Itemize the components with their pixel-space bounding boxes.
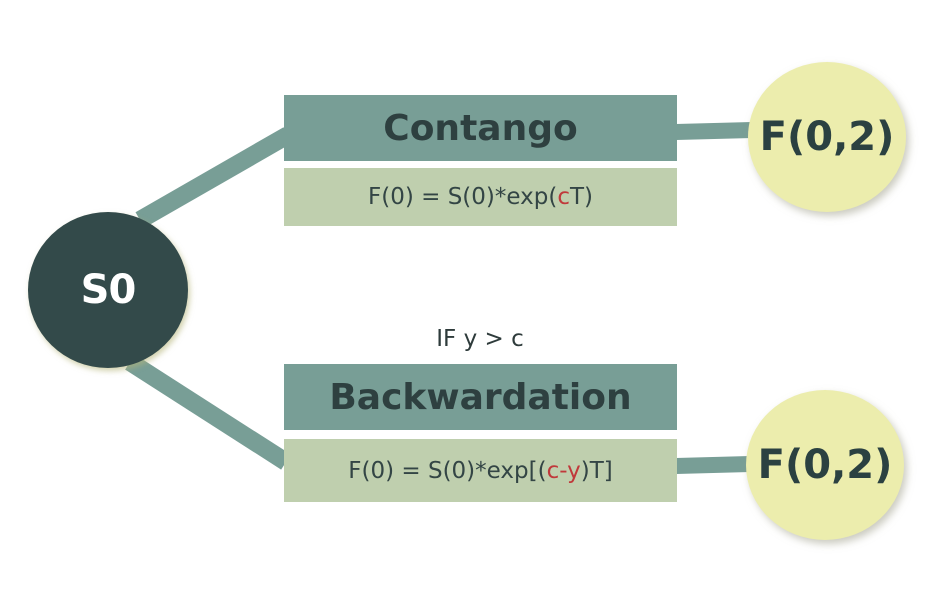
connector-backwardation-to-result (675, 456, 751, 474)
contango-header: Contango (284, 95, 677, 161)
contango-formula-highlight: c (557, 184, 570, 210)
contango-formula-suffix: T) (569, 184, 593, 210)
contango-formula-prefix: F(0) = S(0)*exp( (368, 184, 558, 210)
backwardation-header: Backwardation (284, 364, 677, 430)
connector-root-to-contango (135, 127, 293, 228)
contango-result-label: F(0,2) (759, 114, 895, 160)
backwardation-result-node: F(0,2) (746, 390, 904, 540)
backwardation-result-label: F(0,2) (757, 442, 893, 488)
backwardation-formula-suffix: )T] (580, 457, 613, 484)
connector-root-to-backwardation (125, 354, 291, 470)
root-node-label: S0 (80, 267, 137, 313)
backwardation-formula-prefix: F(0) = S(0)*exp[( (348, 457, 547, 484)
connector-contango-to-result (675, 122, 753, 140)
root-node-s0: S0 (28, 212, 188, 368)
backwardation-formula-highlight: c-y (546, 457, 581, 484)
backwardation-title: Backwardation (329, 376, 632, 418)
backwardation-formula: F(0) = S(0)*exp[(c-y)T] (284, 439, 677, 502)
contango-result-node: F(0,2) (748, 62, 906, 212)
contango-title: Contango (383, 107, 578, 149)
condition-label: IF y > c (436, 326, 524, 352)
